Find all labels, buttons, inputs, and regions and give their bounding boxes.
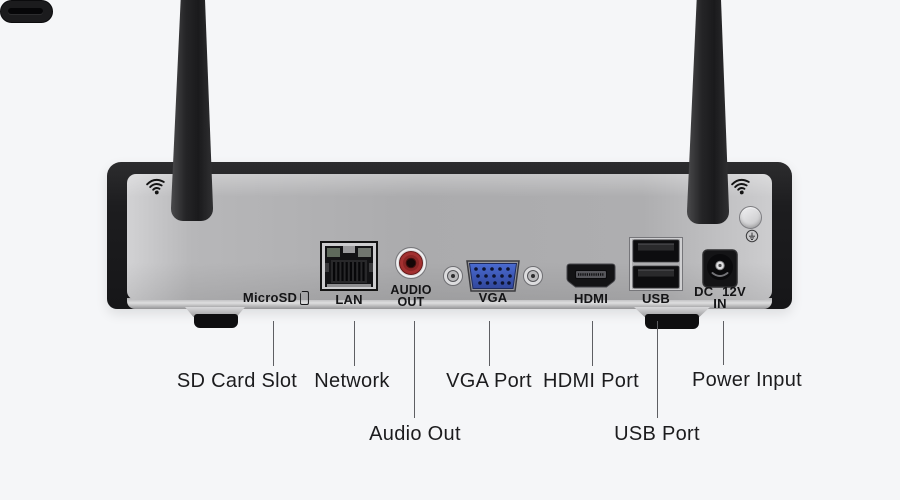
callout-label-hdmi: HDMI Port [542, 370, 640, 392]
device-bottom-lip [127, 298, 772, 309]
callout-label-network: Network [314, 370, 390, 392]
dc-power-jack [702, 249, 738, 288]
vga-label: VGA [478, 290, 508, 305]
right-antenna [687, 0, 729, 224]
dc-12v-label: DC 12V IN [694, 284, 746, 311]
callout-line-network [354, 321, 355, 366]
callout-label-audio-out: Audio Out [369, 423, 461, 445]
left-antenna [171, 0, 213, 221]
dc-12v-label-line1: DC 12V [694, 284, 746, 299]
ground-icon [745, 229, 759, 243]
audio-out-rca-jack [395, 247, 427, 279]
wifi-icon [731, 178, 750, 195]
device-foot-left-pad [194, 314, 238, 328]
callout-line-power [723, 321, 724, 365]
callout-line-sd-card [273, 321, 274, 366]
callout-line-audio-out [414, 321, 415, 418]
callout-label-power: Power Input [691, 369, 803, 391]
hdmi-port [566, 263, 616, 288]
device-foot-right-pad [645, 314, 699, 329]
callout-label-vga: VGA Port [446, 370, 532, 392]
microsd-card-icon [300, 291, 310, 305]
device-foot-left [185, 307, 245, 317]
vga-port [443, 260, 543, 292]
microsd-slot-opening [8, 8, 43, 14]
microsd-label: MicroSD [242, 290, 310, 306]
callout-label-usb: USB Port [614, 423, 700, 445]
usb-label: USB [641, 291, 671, 306]
audio-out-label-line2: OUT [397, 294, 425, 309]
pairing-button [739, 206, 762, 229]
lan-label: LAN [335, 292, 363, 307]
hdmi-label: HDMI [573, 291, 609, 306]
lan-port [320, 241, 378, 291]
microsd-label-text: MicroSD [242, 290, 298, 306]
device-foot-right [634, 307, 710, 317]
callout-line-vga [489, 321, 490, 366]
microsd-slot [0, 0, 53, 23]
dc-12v-label-line2: IN [713, 295, 727, 311]
audio-out-label-line1: AUDIO [390, 283, 432, 297]
usb-ports [629, 237, 683, 291]
callout-label-sd-card: SD Card Slot [176, 370, 298, 392]
callout-line-hdmi [592, 321, 593, 366]
wifi-icon [146, 178, 165, 195]
callout-line-usb [657, 321, 658, 418]
audio-out-label: AUDIO OUT [390, 283, 432, 309]
